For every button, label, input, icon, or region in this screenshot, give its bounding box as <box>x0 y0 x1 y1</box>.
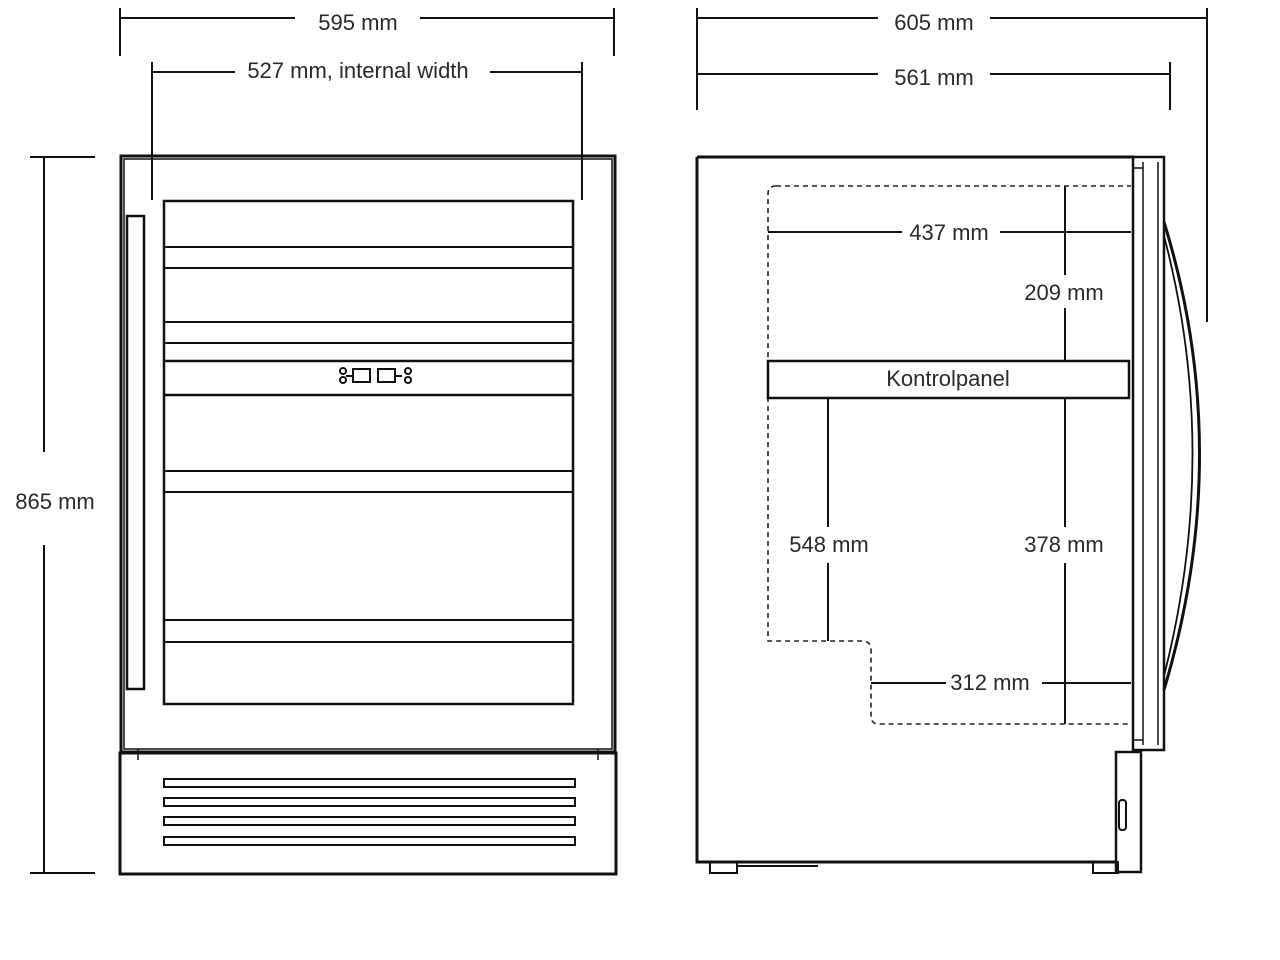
vent-slat <box>163 816 576 826</box>
lower-right-height-label: 378 mm <box>1024 532 1103 557</box>
lower-left-height-label: 548 mm <box>789 532 868 557</box>
door-handle <box>125 214 146 691</box>
side-body-depth-label: 561 mm <box>894 65 973 90</box>
vent-slat <box>163 836 576 846</box>
side-body-depth-dimension: 561 mm <box>697 62 1171 110</box>
lower-right-height-dimension: 378 mm <box>1024 398 1104 724</box>
interior-outline <box>767 185 1131 725</box>
front-base <box>118 749 618 876</box>
side-overall-depth-dimension: 605 mm <box>696 8 1208 322</box>
display-icon <box>377 368 396 383</box>
control-panel-bar: Kontrolpanel <box>766 359 1131 400</box>
upper-height-label: 209 mm <box>1024 280 1103 305</box>
side-handle <box>1162 221 1201 691</box>
front-height-label: 865 mm <box>15 489 94 514</box>
front-view: 595 mm 527 mm, internal width 865 mm <box>15 8 618 876</box>
upper-depth-dimension: 437 mm <box>768 220 1131 245</box>
display-icon <box>352 368 371 383</box>
upper-depth-label: 437 mm <box>909 220 988 245</box>
side-cabinet-outline <box>695 155 1134 864</box>
front-internal-width-dimension: 527 mm, internal width <box>151 58 583 200</box>
light-icon <box>404 367 412 384</box>
vent-slat <box>163 797 576 807</box>
shelves <box>164 246 573 643</box>
front-width-label: 595 mm <box>318 10 397 35</box>
control-panel-buttons <box>339 367 412 384</box>
control-panel-label: Kontrolpanel <box>886 366 1010 391</box>
bottom-depth-dimension: 312 mm <box>871 670 1131 695</box>
lower-left-height-dimension: 548 mm <box>789 398 869 641</box>
side-door <box>1131 155 1166 752</box>
front-internal-width-label: 527 mm, internal width <box>247 58 468 83</box>
front-height-dimension: 865 mm <box>15 156 95 874</box>
bottom-depth-label: 312 mm <box>950 670 1029 695</box>
side-plinth <box>1114 750 1143 874</box>
side-foot <box>1092 861 1119 874</box>
front-width-dimension: 595 mm <box>119 8 615 56</box>
upper-height-dimension: 209 mm <box>1024 186 1104 361</box>
side-view: 605 mm 561 mm <box>695 8 1208 874</box>
glass-panel <box>162 199 575 706</box>
side-foot <box>709 861 738 874</box>
thermometer-icon <box>339 367 347 384</box>
side-overall-depth-label: 605 mm <box>894 10 973 35</box>
front-cabinet-frame <box>119 154 617 754</box>
vent-slat <box>163 778 576 788</box>
